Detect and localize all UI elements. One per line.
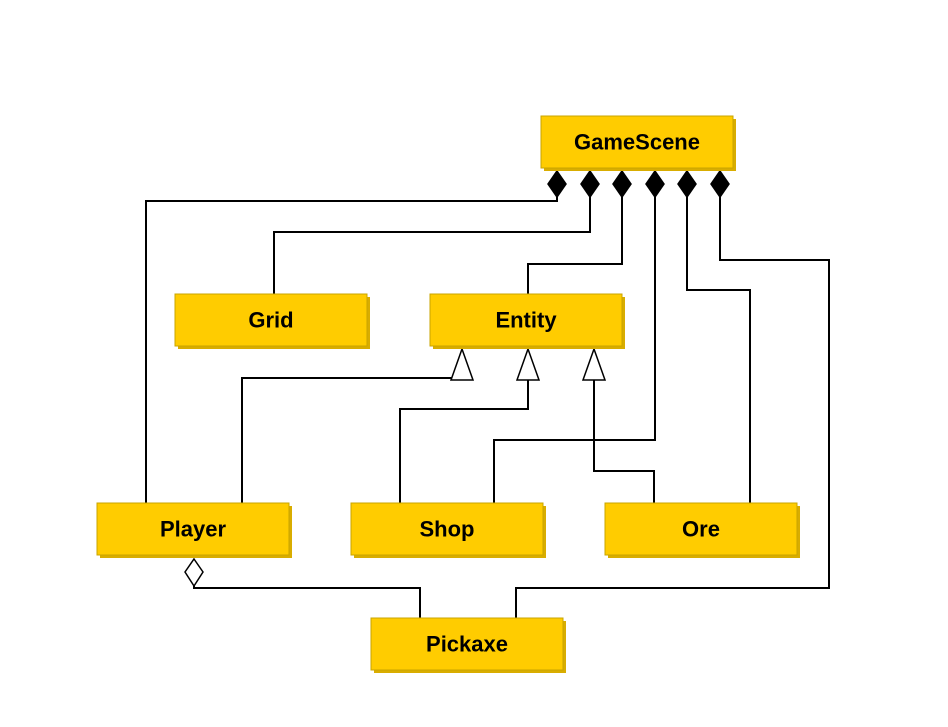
class-name-player: Player (160, 517, 226, 542)
generalization-arrow-ore (581, 346, 607, 381)
class-name-grid: Grid (248, 308, 293, 333)
generalization-arrow-player (449, 346, 475, 381)
composition-diamond-grid (580, 169, 600, 199)
composition-line-gamescene-pickaxe (515, 197, 830, 618)
class-name-entity: Entity (495, 308, 557, 333)
composition-diamond-entity (612, 169, 632, 199)
composition-line-gamescene-entity (527, 197, 623, 294)
composition-line-gamescene-grid (273, 197, 591, 294)
composition-line-gamescene-shop (493, 197, 656, 503)
composition-line-gamescene-ore (686, 197, 751, 503)
aggregation-line-player-pickaxe (193, 586, 421, 618)
generalization-arrow-shop (515, 346, 541, 381)
composition-line-gamescene-player (145, 197, 558, 503)
composition-diamond-player (547, 169, 567, 199)
aggregation-diamond-player (184, 557, 204, 588)
class-name-shop: Shop (420, 517, 475, 542)
connectors (145, 197, 830, 618)
generalization-arrows (449, 346, 607, 381)
class-name-pickaxe: Pickaxe (426, 632, 508, 657)
composition-diamond-shop (645, 169, 665, 199)
composition-diamond-ore (677, 169, 697, 199)
class-box-ore[interactable]: Ore (604, 502, 800, 558)
generalization-line-player-entity (241, 377, 463, 503)
composition-diamonds (547, 169, 730, 199)
class-name-gamescene: GameScene (574, 130, 700, 155)
generalization-line-shop-entity (399, 380, 529, 503)
class-box-shop[interactable]: Shop (350, 502, 546, 558)
class-box-player[interactable]: Player (96, 502, 292, 558)
class-box-pickaxe[interactable]: Pickaxe (370, 617, 566, 673)
class-box-entity[interactable]: Entity (429, 293, 625, 349)
composition-diamond-pickaxe (710, 169, 730, 199)
class-name-ore: Ore (682, 517, 720, 542)
class-box-gamescene[interactable]: GameScene (540, 115, 736, 171)
class-box-grid[interactable]: Grid (174, 293, 370, 349)
generalization-line-ore-entity (593, 380, 655, 503)
